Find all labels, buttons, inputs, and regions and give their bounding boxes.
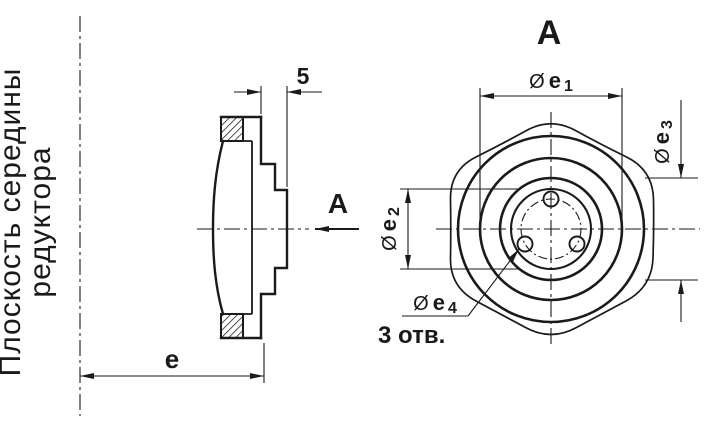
dim-e2: Øe2: [376, 188, 518, 270]
hatch-block-top: [220, 116, 244, 142]
plane-label-line1: Плоскость середины: [0, 68, 27, 377]
side-section-view: [197, 115, 309, 340]
dim-e-label: e: [165, 344, 179, 374]
dim-e3: Øe3: [645, 100, 698, 322]
holes-count-note: 3 отв.: [378, 322, 445, 349]
flange-middle-circle: [478, 156, 624, 302]
plane-label-line2: редуктора: [24, 146, 57, 297]
view-a: А: [436, 14, 700, 348]
cast-contour: [449, 122, 655, 336]
leader-line: [467, 248, 520, 317]
dim-rim-width: 5: [234, 63, 322, 187]
dim-center-distance: e: [80, 343, 265, 383]
hatch-block-bottom: [220, 313, 244, 339]
section-arrow: А: [315, 188, 359, 232]
bolt-hole-left: [516, 235, 534, 253]
section-arrow-label: А: [328, 188, 348, 219]
dim-e2-label: Øe2: [376, 207, 403, 251]
disc-left-profile: [211, 139, 225, 316]
dim-e3-label: Øe3: [649, 120, 676, 164]
bolt-hole-right: [568, 235, 586, 253]
view-a-title: А: [537, 14, 562, 52]
rim-and-pilot-profile: [259, 115, 289, 340]
dim-5-label: 5: [297, 63, 310, 89]
